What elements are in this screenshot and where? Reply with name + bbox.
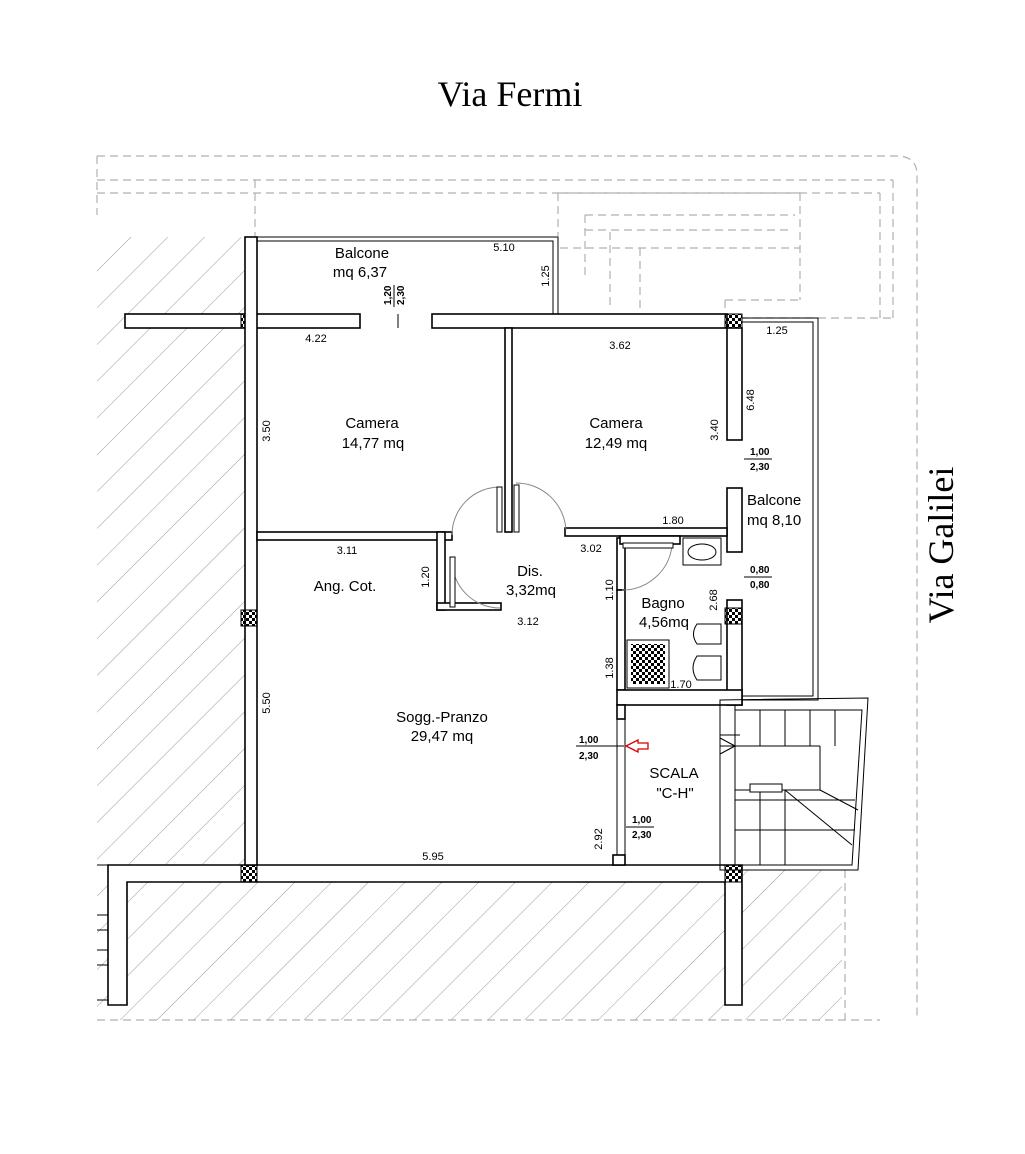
dim-label: 3.12 (517, 616, 538, 628)
room-name-balcone-east: Balcone (747, 492, 801, 509)
room-name-camera-1: Camera (345, 415, 399, 432)
east-balcony (742, 317, 819, 701)
room-labels: Balcone mq 6,37 Camera 14,77 mq Camera 1… (314, 245, 801, 802)
room-name-balcone-north: Balcone (335, 245, 389, 262)
room-name-ang-cot: Ang. Cot. (314, 578, 377, 595)
room-area-balcone-east: mq 8,10 (747, 512, 801, 529)
svg-text:1,00: 1,00 (579, 735, 599, 746)
room-name-camera-2: Camera (589, 415, 643, 432)
dim-label: 1.80 (662, 515, 683, 527)
entrance-arrow-icon (624, 738, 649, 754)
dim-label: 5.50 (261, 692, 273, 713)
opening-label: 1,00 2,30 (744, 447, 772, 473)
dimension-labels: 5.10 1.25 4.22 3.62 1.25 6.48 3.50 3.40 … (261, 242, 788, 863)
dim-label: 6.48 (745, 389, 757, 410)
svg-text:1,20: 1,20 (383, 285, 394, 305)
dim-label: 5.10 (493, 242, 514, 254)
street-label-east: Via Galilei (921, 467, 961, 624)
room-area-bagno: 4,56mq (639, 614, 689, 631)
room-area-camera-1: 14,77 mq (342, 435, 405, 452)
dim-label: 3.02 (580, 543, 601, 555)
room-name-soggiorno: Sogg.-Pranzo (396, 709, 488, 726)
dim-label: 2.92 (593, 828, 605, 849)
dim-label: 3.11 (337, 545, 358, 557)
room-name-scala: SCALA (649, 765, 698, 782)
dim-label: 2.68 (708, 589, 720, 610)
room-name-bagno: Bagno (641, 595, 684, 612)
dim-label: 1.25 (766, 325, 787, 337)
dim-label: 3.40 (709, 419, 721, 440)
svg-text:0,80: 0,80 (750, 580, 770, 591)
dim-label: 1.70 (670, 679, 691, 691)
room-area-balcone-north: mq 6,37 (333, 264, 387, 281)
dim-label: 3.50 (261, 420, 273, 441)
south-wall (97, 864, 743, 1006)
svg-text:1,00: 1,00 (750, 447, 770, 458)
dim-label: 5.95 (422, 851, 443, 863)
opening-annotations: 1,20 2,30 1,00 2,30 0,80 0,80 1,00 2,30 … (383, 285, 772, 841)
room-area-dis: 3,32mq (506, 582, 556, 599)
staircase (624, 697, 869, 871)
opening-label: 0,80 0,80 (744, 565, 772, 591)
dim-label: 1.38 (604, 657, 616, 678)
walls (124, 236, 743, 866)
dim-label: 1.25 (540, 265, 552, 286)
svg-text:2,30: 2,30 (579, 751, 599, 762)
room-area-camera-2: 12,49 mq (585, 435, 648, 452)
opening-label: 1,00 2,30 (576, 735, 624, 762)
room-area-scala: "C-H" (656, 785, 693, 802)
svg-text:2,30: 2,30 (632, 830, 652, 841)
dim-label: 4.22 (305, 333, 326, 345)
bathroom-fixtures (626, 537, 722, 689)
street-label-north: Via Fermi (438, 74, 583, 114)
svg-text:1,00: 1,00 (632, 815, 652, 826)
opening-label: 1,00 2,30 (626, 815, 654, 841)
north-balcony (255, 236, 559, 328)
hatched-masonry (97, 237, 842, 1020)
dim-label: 1.20 (420, 566, 432, 587)
dim-label: 1.10 (604, 579, 616, 600)
svg-text:2,30: 2,30 (750, 462, 770, 473)
room-name-dis: Dis. (517, 563, 543, 580)
svg-text:0,80: 0,80 (750, 565, 770, 576)
door-swings (449, 482, 674, 609)
room-area-soggiorno: 29,47 mq (411, 728, 474, 745)
opening-label: 1,20 2,30 (383, 285, 407, 307)
dim-label: 3.62 (609, 340, 630, 352)
svg-text:2,30: 2,30 (396, 285, 407, 305)
